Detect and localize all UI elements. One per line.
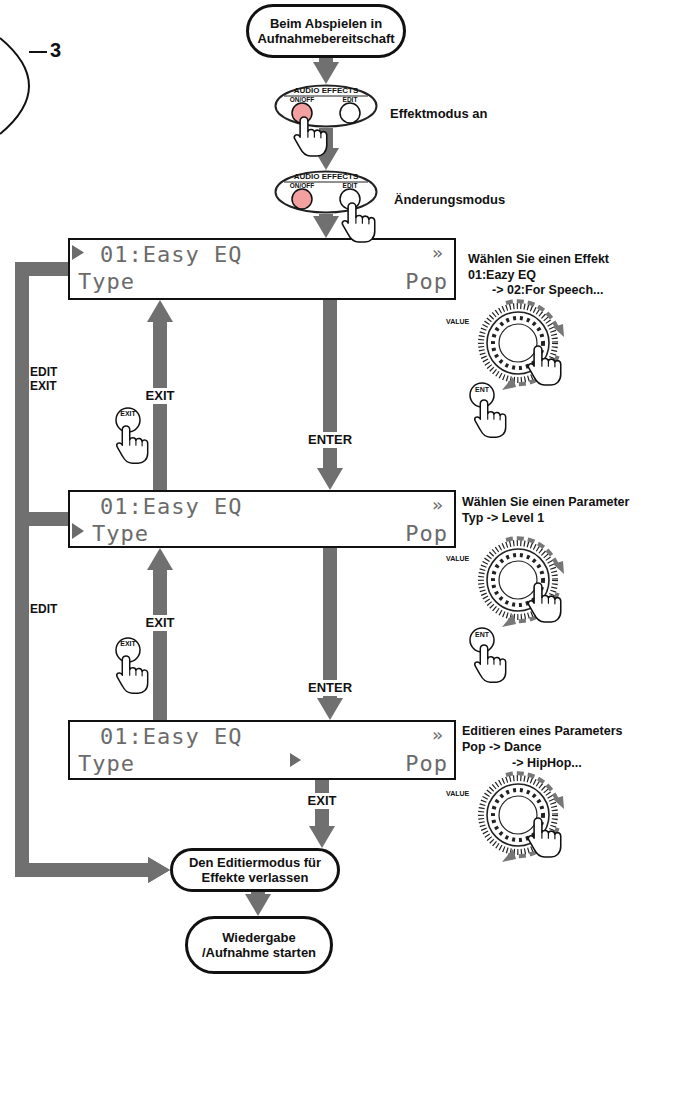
lcd-text: Type <box>92 523 149 545</box>
lcd-text: 01:Easy EQ <box>100 496 242 518</box>
knob-label: VALUE <box>446 318 469 326</box>
lcd-text: Pop <box>370 523 448 545</box>
flow-arrow <box>251 892 265 894</box>
callout-number: 3 <box>50 38 61 62</box>
edge-label: ENTER <box>306 432 354 448</box>
step-note: -> HipHop... <box>512 756 582 771</box>
lcd-text: Pop <box>370 753 448 775</box>
edge-label: EXIT <box>306 793 339 809</box>
step-note: Editieren eines Parameters <box>462 724 623 739</box>
button-label: ENT <box>470 386 494 394</box>
edge-label: EXIT <box>144 615 177 631</box>
value-knob <box>481 538 564 627</box>
lcd-screen: 01:Easy EQ » Type Pop <box>68 720 456 780</box>
exit-button <box>116 638 140 662</box>
knob-label: VALUE <box>446 555 469 563</box>
panel-label: ON/OFF <box>284 97 320 104</box>
step-note: -> 02:For Speech... <box>492 283 604 298</box>
callout-line <box>29 51 47 53</box>
knob-label: VALUE <box>446 790 469 798</box>
process-terminal: Den Editiermodus für Effekte verlassen <box>170 848 340 892</box>
step-note: Wählen Sie einen Effekt <box>468 252 609 267</box>
step-note: Effektmodus an <box>390 106 488 122</box>
value-knob <box>481 773 564 862</box>
lcd-screen: 01:Easy EQ » Type Pop <box>68 238 456 300</box>
pressing-hand <box>117 426 148 463</box>
lcd-text: » <box>432 496 444 514</box>
flow-arrow <box>153 322 167 490</box>
flow-arrow <box>319 214 333 216</box>
exit-button <box>116 408 140 432</box>
button-label: EXIT <box>116 640 140 648</box>
enter-button <box>470 383 494 407</box>
turning-hand <box>528 583 560 622</box>
step-note: Wählen Sie einen Parameter <box>462 495 629 510</box>
lcd-text: Pop <box>370 271 448 293</box>
lcd-text: » <box>432 244 444 262</box>
step-note: Änderungsmodus <box>394 192 505 208</box>
lcd-text: Type <box>78 753 135 775</box>
panel-label: EDIT <box>332 97 368 104</box>
panel-label: AUDIO EFFECTS <box>274 173 378 181</box>
step-note: 01:Eazy EQ <box>468 268 536 283</box>
panel-label: EDIT <box>332 183 368 190</box>
lcd-text: 01:Easy EQ <box>100 726 242 748</box>
button-label: ENT <box>470 631 494 639</box>
lcd-text: Type <box>78 271 135 293</box>
terminal-text: Wiedergabe /Aufnahme starten <box>194 930 324 960</box>
terminal-text: Beim Abspielen in Aufnahmebereitschaft <box>255 16 397 46</box>
callout-arc <box>0 38 29 134</box>
pressing-hand <box>475 400 506 437</box>
step-note: Typ -> Level 1 <box>462 511 544 526</box>
start-terminal: Beim Abspielen in Aufnahmebereitschaft <box>246 4 406 58</box>
panel-label: AUDIO EFFECTS <box>274 87 378 95</box>
flow-arrow <box>319 128 333 148</box>
button-label: EXIT <box>116 410 140 418</box>
panel-label: ON/OFF <box>284 183 320 190</box>
edge-label: EDIT <box>30 602 64 616</box>
edge-label: EXIT <box>144 388 177 404</box>
flow-arrow <box>319 58 333 62</box>
step-note: Pop -> Dance <box>462 740 542 755</box>
edge-label: EDIT EXIT <box>30 365 64 393</box>
flow-arrow <box>22 519 148 870</box>
end-terminal: Wiedergabe /Aufnahme starten <box>185 916 333 974</box>
turning-hand <box>528 818 560 857</box>
lcd-text: 01:Easy EQ <box>100 244 242 266</box>
enter-button <box>470 628 494 652</box>
flow-arrow <box>153 570 167 720</box>
flow-arrow <box>323 548 337 698</box>
pressing-hand <box>475 645 506 682</box>
button-panel: AUDIO EFFECTS ON/OFF EDIT <box>274 170 378 214</box>
lcd-screen: 01:Easy EQ » Type Pop <box>68 490 456 548</box>
terminal-text: Den Editiermodus für Effekte verlassen <box>179 855 331 885</box>
lcd-text: » <box>432 726 444 744</box>
edge-label: ENTER <box>306 680 354 696</box>
turning-hand <box>528 346 560 385</box>
button-panel: AUDIO EFFECTS ON/OFF EDIT <box>274 84 378 128</box>
value-knob <box>481 301 564 390</box>
pressing-hand <box>117 656 148 693</box>
